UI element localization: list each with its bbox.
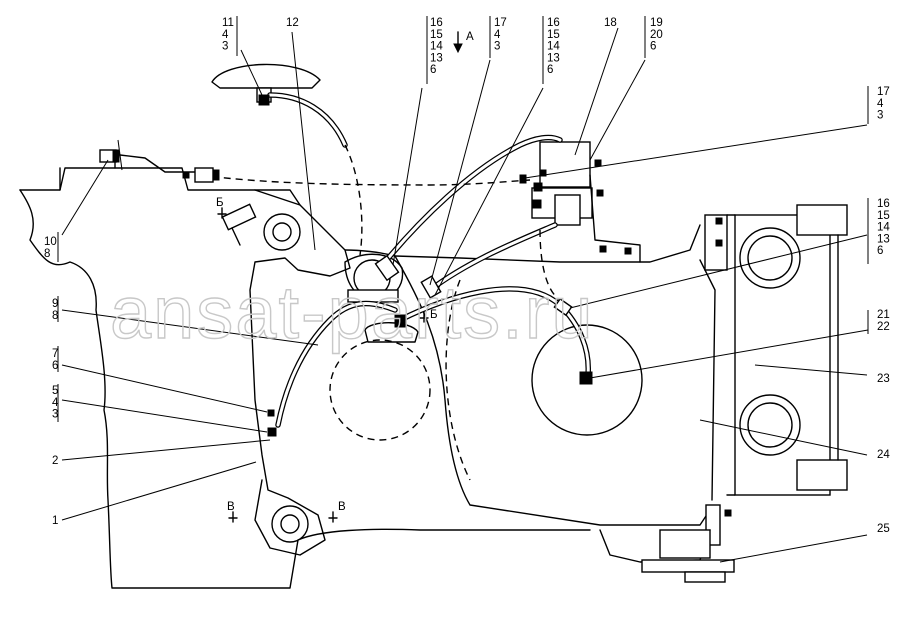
callout-number: 6: [547, 64, 553, 76]
view-markers: A Б Б В В: [216, 31, 474, 523]
callout-number: 21: [877, 309, 890, 321]
callout-number: 20: [650, 29, 663, 41]
fittings: [99, 94, 732, 517]
callout-7-6: 76: [52, 348, 58, 372]
leader-lines: [61, 27, 869, 563]
callout-18: 18: [604, 17, 617, 29]
callout-number: 24: [877, 449, 890, 461]
callout-number: 7: [52, 348, 58, 360]
frame-outline: [19, 139, 591, 589]
callout-24: 24: [877, 449, 890, 461]
callout-number: 11: [222, 17, 234, 29]
right-plate: [704, 204, 848, 546]
section-v-left-label: В: [227, 501, 235, 513]
rear-bracket: [221, 189, 351, 556]
callout-number: 17: [877, 86, 890, 98]
callout-number: 3: [222, 41, 228, 53]
callout-number: 16: [547, 17, 560, 29]
bottom-mount: [599, 529, 735, 583]
callout-12: 12: [286, 17, 299, 29]
callout-number: 13: [430, 52, 443, 64]
callout-number: 4: [494, 29, 501, 41]
callout-25: 25: [877, 523, 890, 535]
callout-number: 23: [877, 373, 890, 385]
callout-number: 25: [877, 523, 890, 535]
callout-number: 14: [877, 222, 890, 234]
callout-number: 6: [650, 41, 656, 53]
callout-number: 18: [604, 17, 617, 29]
callout-number: 6: [430, 64, 436, 76]
callout-number: 9: [52, 298, 58, 310]
callout-number: 8: [52, 310, 58, 322]
callout-number: 3: [494, 41, 500, 53]
callout-number: 10: [44, 236, 57, 248]
callout-number: 4: [877, 98, 884, 110]
callout-number: 15: [430, 29, 443, 41]
callout-number: 12: [286, 17, 299, 29]
callout-number: 6: [52, 360, 58, 372]
view-a-label: A: [466, 31, 474, 43]
callout-number: 14: [430, 41, 443, 53]
callout-number: 5: [52, 385, 58, 397]
callout-number: 6: [877, 245, 883, 257]
callout-10-8: 108: [44, 236, 57, 260]
callout-number: 3: [877, 110, 883, 122]
valve-block: [531, 141, 641, 263]
callout-number: 15: [547, 29, 560, 41]
callout-number: 22: [877, 321, 890, 333]
callout-number: 2: [52, 455, 58, 467]
callout-23: 23: [877, 373, 890, 385]
callout-number: 1: [52, 515, 58, 527]
callout-number: 14: [547, 41, 560, 53]
callout-number: 3: [52, 409, 58, 421]
callout-number: 13: [547, 52, 560, 64]
callout-number: 17: [494, 17, 507, 29]
hose-lines: [119, 92, 591, 428]
section-b-mid-label: Б: [430, 309, 438, 321]
callout-number: 13: [877, 233, 890, 245]
callout-number: 4: [222, 29, 229, 41]
callout-number: 16: [430, 17, 443, 29]
section-b-top-label: Б: [216, 197, 224, 209]
callout-9-8: 98: [52, 298, 58, 322]
callout-number: 15: [877, 210, 890, 222]
callout-bars: [57, 16, 869, 422]
callout-2: 2: [52, 455, 58, 467]
callout-number: 19: [650, 17, 663, 29]
callout-1: 1: [52, 515, 58, 527]
section-v-right-label: В: [338, 501, 346, 513]
watermark-text: ansat-parts.ru: [110, 271, 595, 354]
callout-number: 8: [44, 248, 50, 260]
callout-5-4-3: 543: [52, 385, 59, 421]
callout-number: 4: [52, 397, 59, 409]
callout-number: 16: [877, 198, 890, 210]
